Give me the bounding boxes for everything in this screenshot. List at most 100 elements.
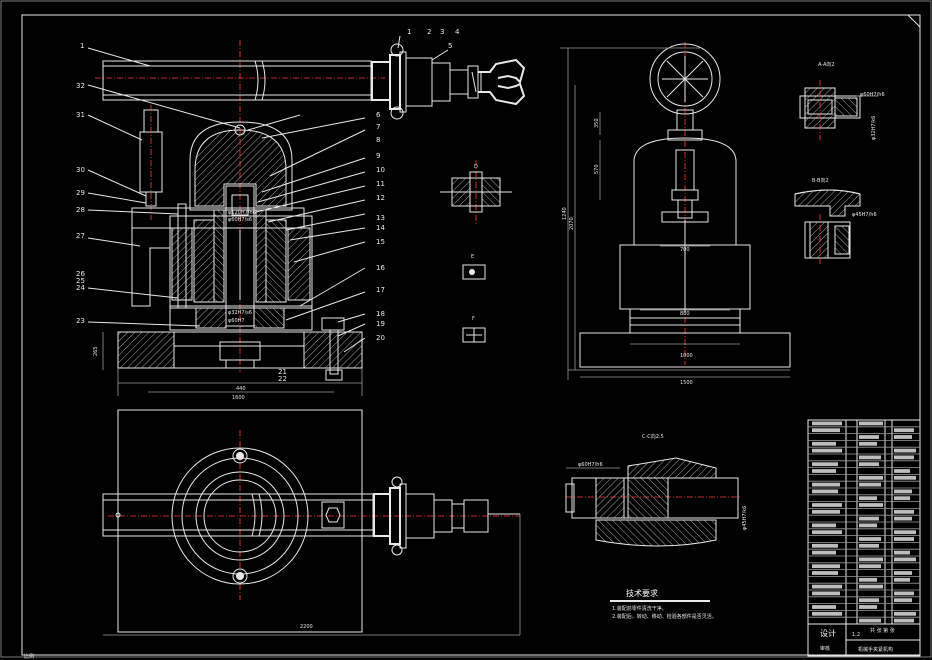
dim-side-v-1: 350 (594, 118, 600, 128)
title-designer: 设计 (820, 628, 836, 638)
parts-cell-text (812, 564, 840, 569)
parts-cell-text (812, 550, 836, 555)
fit-c2: φ45H7/k6 (742, 506, 748, 530)
balloon-right-6: 6 (376, 111, 381, 119)
balloon-left-28: 28 (76, 206, 85, 214)
parts-cell-text (812, 523, 836, 528)
parts-cell-text (859, 462, 879, 467)
parts-cell-text (812, 605, 836, 609)
parts-cell-text (859, 537, 881, 541)
balloon-left-25: 25 (76, 277, 85, 285)
balloon-right-16: 16 (376, 264, 385, 272)
parts-cell-text (812, 503, 842, 507)
parts-cell-text (894, 598, 912, 603)
balloon-left-31: 31 (76, 111, 85, 119)
balloon-right-10: 10 (376, 166, 385, 174)
parts-cell-text (859, 496, 877, 501)
balloon-top-1: 1 (407, 28, 411, 36)
parts-cell-text (812, 543, 838, 548)
section-a: A-A向2 φ60H7/h6 φ32H7/k6 (799, 61, 885, 140)
parts-cell-text (812, 469, 836, 473)
dim-front-height: 265 (93, 346, 99, 356)
section-d: D (474, 164, 478, 170)
parts-cell-text (812, 584, 842, 589)
fit-a: φ60H7/h6 (860, 92, 885, 98)
balloon-right-14: 14 (376, 224, 385, 232)
tech-requirements: 技术要求 1.装配前零件清洗干净。 2.装配后，转动、移动、检验各部件是否灵活。 (610, 588, 717, 620)
parts-cell-text (812, 591, 840, 596)
balloons: 1 2 3 4 5 1 32 31 30 29 28 27 26 25 24 2… (76, 28, 460, 383)
dim-side-v-2: 570 (594, 164, 600, 174)
balloon-right-11: 11 (376, 180, 385, 188)
title-sheet: 共 张 第 张 (870, 627, 895, 634)
parts-cell-text (859, 475, 883, 480)
plan-view: 2200 (102, 409, 521, 636)
parts-cell-text (812, 509, 840, 514)
balloon-left-23: 23 (76, 317, 85, 325)
parts-cell-text (859, 523, 877, 528)
balloon-left-29: 29 (76, 189, 85, 197)
parts-cell-text (859, 421, 883, 426)
parts-cell-text (894, 537, 914, 541)
title-block: 设计 审核 1:2 共 张 第 张 机械手夹紧机构 (807, 419, 921, 657)
balloon-right-7: 7 (376, 123, 380, 131)
tech-req-title: 技术要求 (626, 588, 658, 598)
dim-side-width-1: 700 (680, 247, 690, 253)
balloon-left-21: 21 (278, 368, 287, 376)
parts-cell-text (812, 462, 838, 467)
detail-d: D (440, 160, 512, 225)
parts-cell-text (894, 591, 914, 596)
parts-cell-text (894, 428, 914, 433)
parts-cell-text (894, 435, 912, 439)
balloon-left-30: 30 (76, 166, 85, 174)
title-scale: 1:2 (852, 632, 860, 638)
parts-cell-text (859, 516, 879, 521)
balloon-left-32: 32 (76, 82, 85, 90)
balloon-right-18: 18 (376, 310, 385, 318)
parts-cell-text (894, 530, 916, 535)
detail-e: E (462, 254, 486, 280)
balloon-right-17: 17 (376, 286, 385, 294)
balloon-top-3: 3 (440, 28, 444, 36)
balloon-right-20: 20 (376, 334, 385, 342)
dim-side-width-2: 880 (680, 311, 690, 317)
parts-cell-text (812, 428, 840, 433)
balloon-left-1: 1 (80, 42, 84, 50)
front-view (95, 40, 526, 396)
parts-cell-text (859, 557, 883, 562)
tech-req-line-1: 1.装配前零件清洗干净。 (612, 605, 667, 612)
balloon-right-13: 13 (376, 214, 385, 222)
parts-cell-text (859, 584, 883, 589)
drawing-frame (21, 14, 921, 656)
section-b: B-B向2 φ45H7/h6 (794, 177, 877, 266)
fit-front-3: φ32H7/s6 (228, 310, 252, 316)
dim-side-width-3: 1000 (680, 353, 693, 359)
balloon-left-24: 24 (76, 284, 85, 292)
section-e: E (471, 254, 474, 260)
balloon-right-8: 8 (376, 136, 380, 144)
parts-cell-text (894, 469, 910, 473)
parts-cell-text (859, 482, 881, 487)
fit-front-2: φ60H7/s6 (228, 217, 252, 223)
dim-side-width-4: 1500 (680, 380, 693, 386)
balloon-left-26: 26 (76, 270, 85, 278)
parts-cell-text (894, 557, 916, 562)
frame-mark (907, 14, 921, 28)
balloon-top-5: 5 (448, 42, 452, 50)
parts-cell-text (894, 475, 916, 480)
section-c: C-C向2.5 φ60H7/h6 φ45H7/k6 (565, 433, 748, 547)
parts-cell-text (859, 618, 881, 623)
fit-b: φ45H7/h6 (852, 212, 877, 218)
section-c-label: C-C向2.5 (642, 433, 664, 440)
section-f: F (472, 316, 475, 322)
title-drawing-name: 机械手夹紧机构 (858, 646, 893, 653)
parts-cell-text (894, 448, 916, 453)
dim-side-height-2: 2070 (569, 217, 575, 230)
parts-cell-text (812, 441, 836, 446)
parts-cell-text (859, 455, 881, 460)
balloon-right-12: 12 (376, 194, 385, 202)
tech-req-line-2: 2.装配后，转动、移动、检验各部件是否灵活。 (612, 613, 717, 620)
parts-cell-text (894, 496, 910, 501)
dim-plan-overall: 2200 (300, 624, 313, 630)
